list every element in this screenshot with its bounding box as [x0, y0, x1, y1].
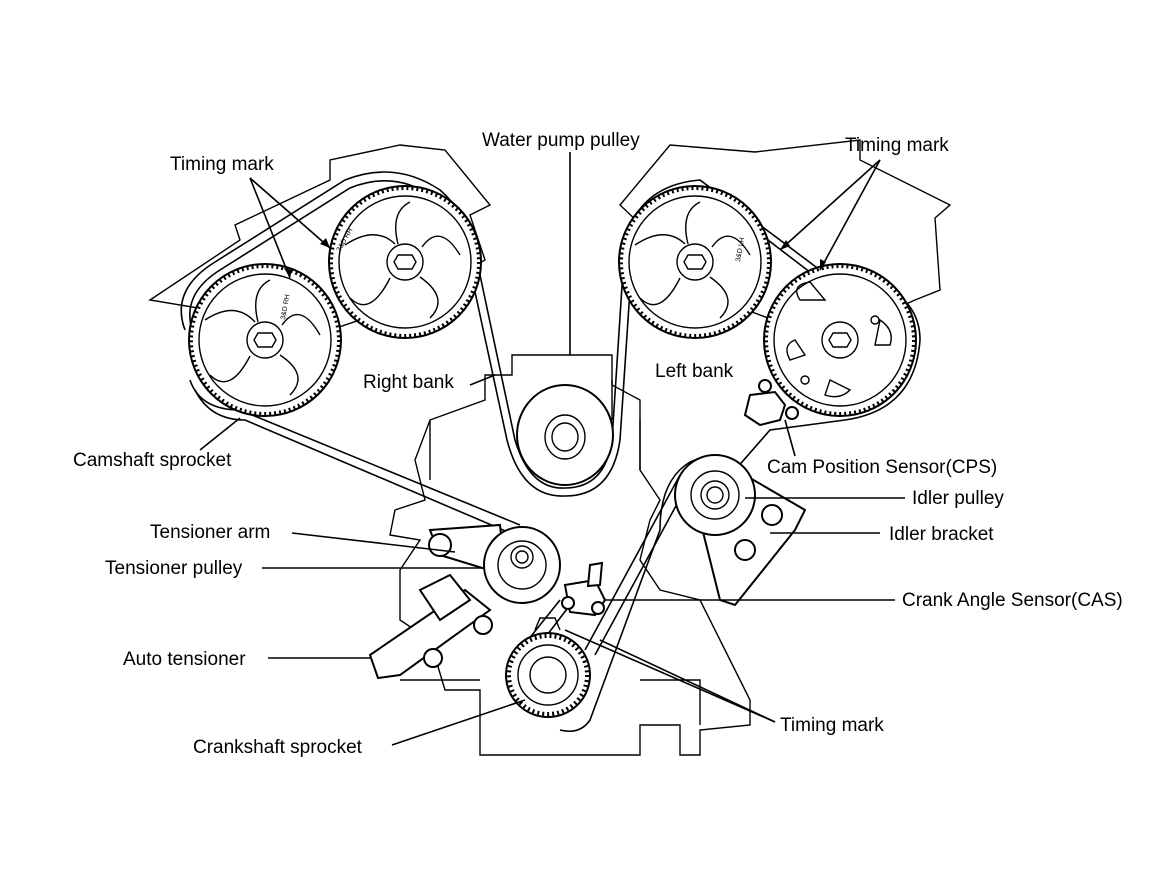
crankshaft-sprocket: [505, 617, 591, 718]
tensioner-pulley-label: Tensioner pulley: [105, 558, 243, 579]
tensioner-arm-label: Tensioner arm: [150, 522, 270, 543]
left-bank-label: Left bank: [655, 361, 734, 382]
cam-position-sensor-label: Cam Position Sensor(CPS): [767, 457, 997, 478]
lh-sprocket-mark: 3&D LH: [735, 237, 746, 262]
water-pump-pulley: [516, 384, 614, 486]
auto-tensioner: [368, 573, 493, 680]
crank-angle-sensor: [561, 561, 607, 617]
auto-tensioner-label: Auto tensioner: [123, 649, 246, 670]
crankshaft-sprocket-label: Crankshaft sprocket: [193, 737, 363, 758]
right-bank-rear-sprocket: [188, 263, 342, 417]
tensioner-pulley: [483, 526, 561, 604]
timing-mark-bottom-label: Timing mark: [780, 715, 884, 736]
timing-mark-left-label: Timing mark: [170, 154, 274, 175]
left-bank-front-sprocket: [618, 185, 772, 339]
camshaft-sprocket-label: Camshaft sprocket: [73, 450, 232, 471]
rh-rear-sprocket-mark: 3&D RH: [280, 294, 291, 321]
timing-mark-right-label: Timing mark: [845, 135, 949, 156]
idler-pulley-label: Idler pulley: [912, 488, 1004, 509]
idler-bracket-label: Idler bracket: [889, 524, 994, 545]
right-bank-front-sprocket: [328, 185, 482, 339]
crank-angle-sensor-label: Crank Angle Sensor(CAS): [902, 590, 1123, 611]
cam-position-sensor: [743, 379, 799, 427]
leader-lines: [199, 152, 905, 746]
left-bank-rear-sprocket: [763, 263, 917, 417]
idler-pulley: [674, 454, 756, 536]
water-pump-pulley-label: Water pump pulley: [482, 130, 640, 151]
right-bank-label: Right bank: [363, 372, 454, 393]
